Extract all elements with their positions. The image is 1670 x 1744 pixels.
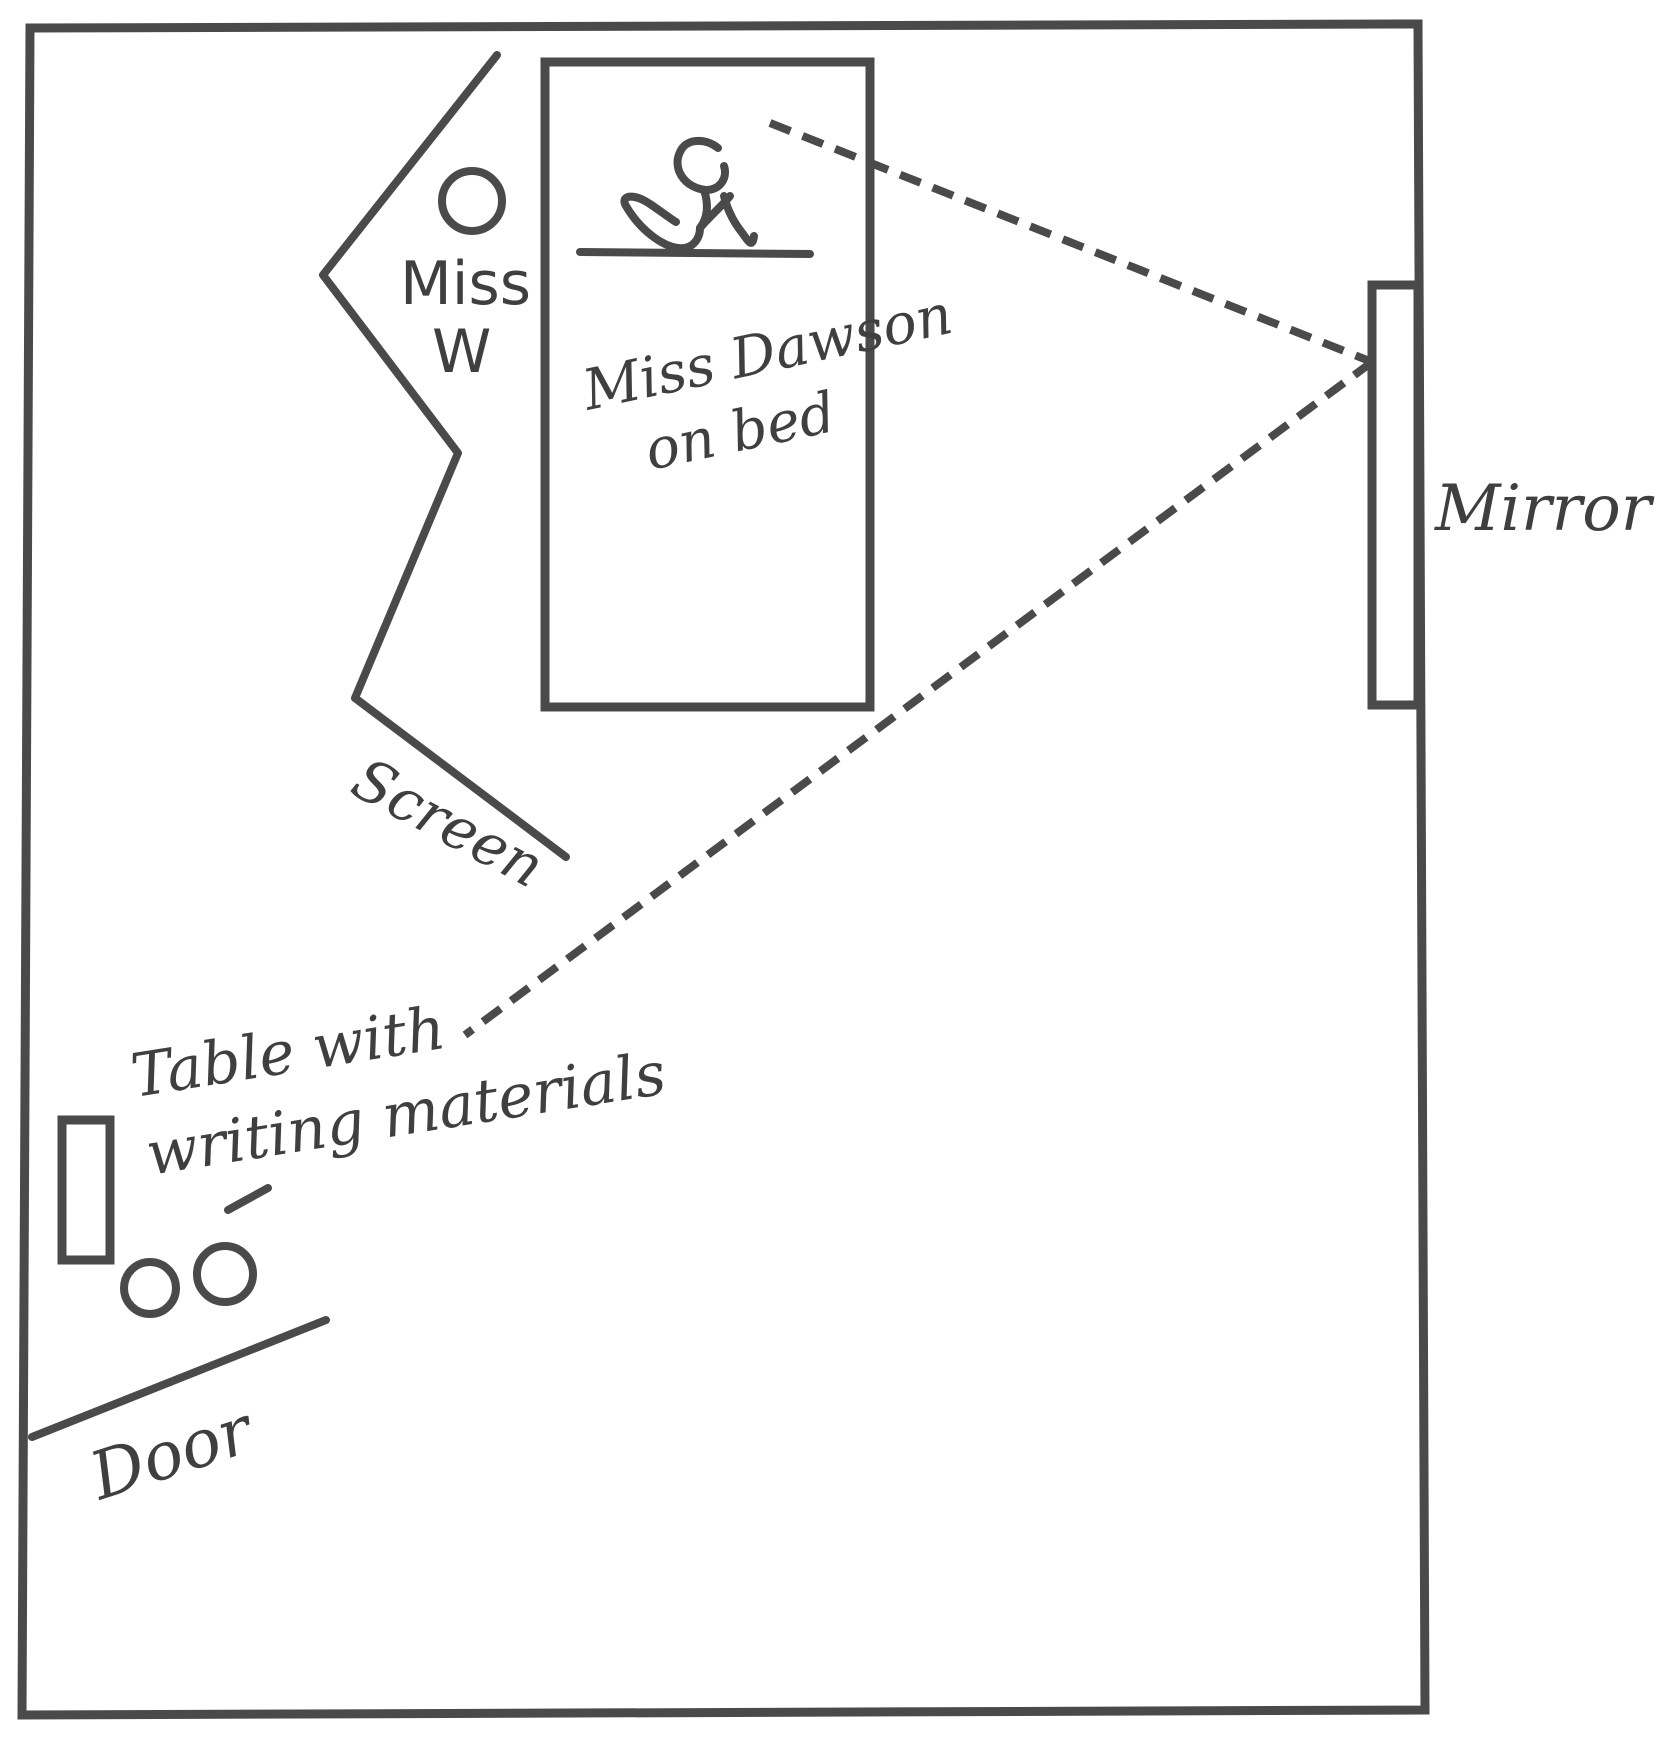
miss-w-label-line1: Miss bbox=[400, 249, 531, 319]
door bbox=[28, 1316, 330, 1441]
miss-w-label-line2: W bbox=[432, 317, 491, 387]
room-outline bbox=[17, 19, 1430, 1720]
chair-right bbox=[193, 1242, 257, 1306]
person-figure bbox=[576, 137, 814, 258]
mirror bbox=[1367, 280, 1423, 710]
folding-screen bbox=[319, 51, 570, 861]
bed bbox=[540, 57, 875, 712]
miss-w-marker bbox=[438, 167, 506, 235]
writing-table bbox=[57, 1115, 115, 1265]
sightline-head-to-mirror bbox=[768, 119, 1374, 366]
mirror-label: Mirror bbox=[1434, 472, 1655, 546]
sightline-mirror-to-table bbox=[462, 358, 1375, 1039]
chair-left bbox=[120, 1258, 180, 1318]
table-leader-line bbox=[224, 1184, 272, 1214]
